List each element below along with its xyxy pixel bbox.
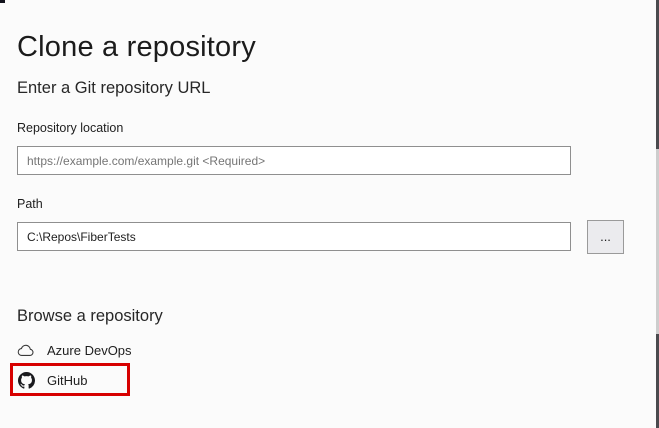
browse-section-heading: Browse a repository bbox=[17, 307, 163, 325]
repository-location-label: Repository location bbox=[17, 121, 124, 135]
scrollbar[interactable] bbox=[656, 0, 659, 428]
path-input[interactable] bbox=[17, 222, 571, 251]
github-icon bbox=[17, 371, 35, 389]
url-section-heading: Enter a Git repository URL bbox=[17, 79, 211, 97]
corner-artifact bbox=[0, 0, 5, 3]
page-title: Clone a repository bbox=[17, 31, 256, 64]
cloud-icon bbox=[17, 341, 35, 359]
scrollbar-track-bottom bbox=[656, 334, 659, 428]
scrollbar-thumb[interactable] bbox=[656, 149, 659, 334]
browse-path-button[interactable]: ... bbox=[587, 220, 624, 254]
path-label: Path bbox=[17, 197, 43, 211]
provider-item-github[interactable]: GitHub bbox=[17, 370, 87, 390]
repository-location-input[interactable] bbox=[17, 146, 571, 175]
provider-label: GitHub bbox=[47, 372, 88, 388]
provider-item-azure-devops[interactable]: Azure DevOps bbox=[17, 340, 132, 360]
scrollbar-track-top bbox=[656, 0, 659, 149]
provider-label: Azure DevOps bbox=[47, 342, 132, 358]
